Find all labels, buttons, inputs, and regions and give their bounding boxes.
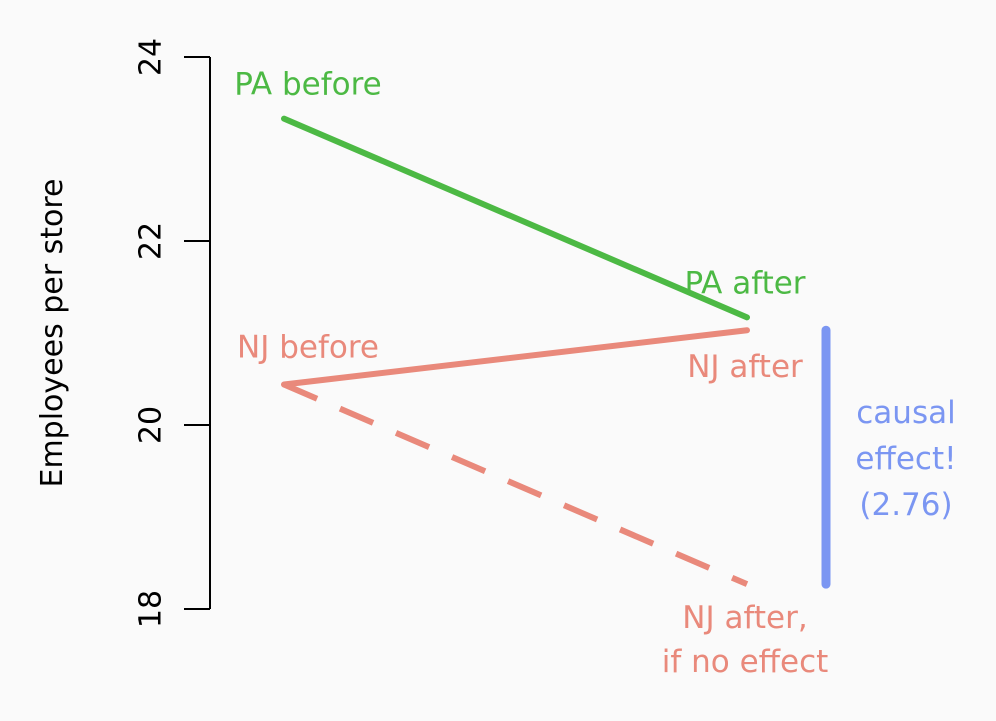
y-tick-label: 22 xyxy=(134,222,169,260)
label-nj-before: NJ before xyxy=(237,330,379,366)
label-effect-line2: effect! xyxy=(855,441,956,477)
series-line-nj xyxy=(281,327,750,388)
series-group xyxy=(281,115,831,589)
y-axis-label: Employees per store xyxy=(35,179,70,488)
label-nj-cf-line1: NJ after, xyxy=(682,600,807,636)
label-nj-cf-line2: if no effect xyxy=(662,644,829,680)
y-axis: 18 20 22 24 xyxy=(134,38,211,628)
y-tick-label: 24 xyxy=(134,38,169,76)
label-effect-line1: causal xyxy=(856,395,955,431)
labels-group: PA before PA after NJ before NJ after NJ aft… xyxy=(234,67,956,680)
label-effect-line3: (2.76) xyxy=(859,487,952,523)
series-line-nj_cf xyxy=(282,381,749,587)
y-tick-label: 18 xyxy=(134,590,169,628)
label-pa-before: PA before xyxy=(234,67,382,103)
label-pa-after: PA after xyxy=(684,265,805,301)
label-nj-after: NJ after xyxy=(687,349,803,385)
series-line-pa xyxy=(281,115,750,321)
y-tick-label: 20 xyxy=(134,406,169,444)
